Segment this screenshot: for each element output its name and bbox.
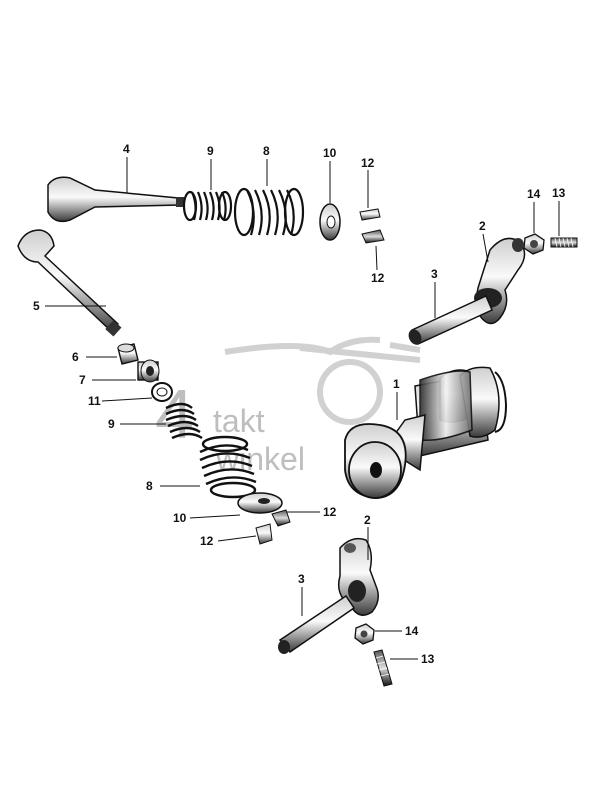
valve-upper [47,176,184,223]
label-part-2-lower: 2 [364,513,371,527]
nut-upper [523,233,545,255]
retainer-upper [319,203,341,241]
label-part-8-lower: 8 [146,479,153,493]
label-part-3-lower: 3 [298,572,305,586]
label-part-7: 7 [79,373,86,387]
label-part-10-lower: 10 [173,511,187,525]
label-part-4: 4 [123,142,130,156]
watermark-line1: takt [213,403,265,439]
label-part-3-upper: 3 [431,267,438,281]
label-part-9-upper: 9 [207,144,214,158]
part-number-labels: 4 9 8 10 12 12 14 13 2 3 5 6 7 11 9 8 10… [33,142,566,666]
rocker-shaft-lower [278,594,356,654]
label-part-12-lower-a: 12 [323,505,337,519]
spring-outer-upper [233,187,305,237]
label-part-6: 6 [72,350,79,364]
label-part-13-upper: 13 [552,186,566,200]
keeper-upper-a [359,208,381,221]
label-part-9-lower: 9 [108,417,115,431]
keeper-lower-a [271,509,291,527]
valve-cap [117,343,139,365]
washer [151,382,173,402]
screw-lower [373,649,393,687]
label-part-8-upper: 8 [263,144,270,158]
screw-upper [550,237,578,248]
valve-lower [17,229,122,337]
label-part-12-lower-b: 12 [200,534,214,548]
nut-lower [354,623,375,645]
keeper-upper-b [361,229,385,244]
motorcycle-outline-icon [224,336,421,425]
leader-lines [45,157,560,660]
label-part-12-upper-a: 12 [361,156,375,170]
label-part-1: 1 [393,377,400,391]
spring-inner-lower [165,402,203,440]
spring-inner-upper [182,190,233,222]
spring-outer-lower [199,435,257,499]
keeper-lower-b [255,523,273,545]
retainer-lower [237,492,283,514]
label-part-12-upper-b: 12 [371,271,385,285]
label-part-10-upper: 10 [323,146,337,160]
rocker-shaft-upper [408,294,493,346]
seal-holder [137,359,160,383]
label-part-5: 5 [33,299,40,313]
label-part-13-lower: 13 [421,652,435,666]
label-part-2-upper: 2 [479,219,486,233]
camshaft [344,366,508,499]
label-part-14-lower: 14 [405,624,419,638]
label-part-11: 11 [88,394,101,408]
label-part-14-upper: 14 [527,187,541,201]
